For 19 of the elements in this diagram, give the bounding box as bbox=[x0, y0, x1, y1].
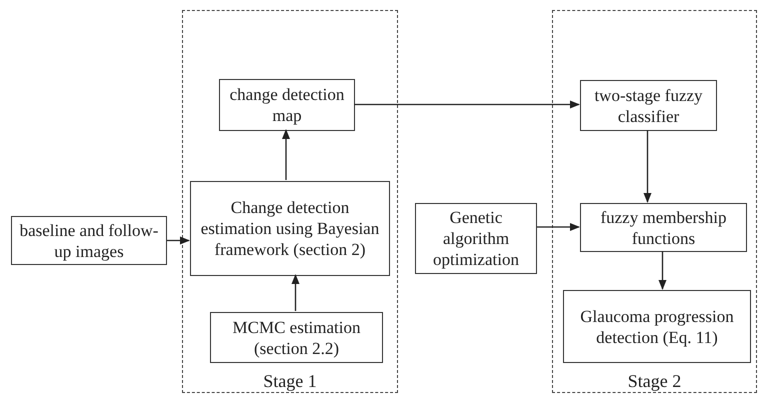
stage-frame bbox=[552, 10, 757, 393]
stage-frame bbox=[182, 10, 398, 393]
arrow bbox=[537, 223, 580, 231]
process-box: fuzzy membership functions bbox=[580, 203, 747, 252]
arrow bbox=[292, 274, 300, 311]
stage-label: Stage 2 bbox=[628, 370, 682, 392]
arrow bbox=[644, 130, 652, 203]
process-box: baseline and follow-up images bbox=[11, 216, 167, 265]
arrow bbox=[167, 236, 190, 244]
arrow bbox=[354, 100, 580, 108]
arrow bbox=[282, 129, 290, 180]
process-box: Genetic algorithm optimization bbox=[415, 203, 537, 274]
process-box: two-stage fuzzy classifier bbox=[580, 80, 717, 131]
stage-label: Stage 1 bbox=[263, 370, 317, 392]
process-box: change detection map bbox=[219, 79, 355, 131]
arrow bbox=[658, 251, 666, 290]
process-box: Change detection estimation using Bayesian framework (section 2) bbox=[190, 181, 390, 276]
process-box: MCMC estimation (section 2.2) bbox=[210, 312, 383, 363]
process-box: Glaucoma progression detection (Eq. 11) bbox=[563, 290, 751, 363]
